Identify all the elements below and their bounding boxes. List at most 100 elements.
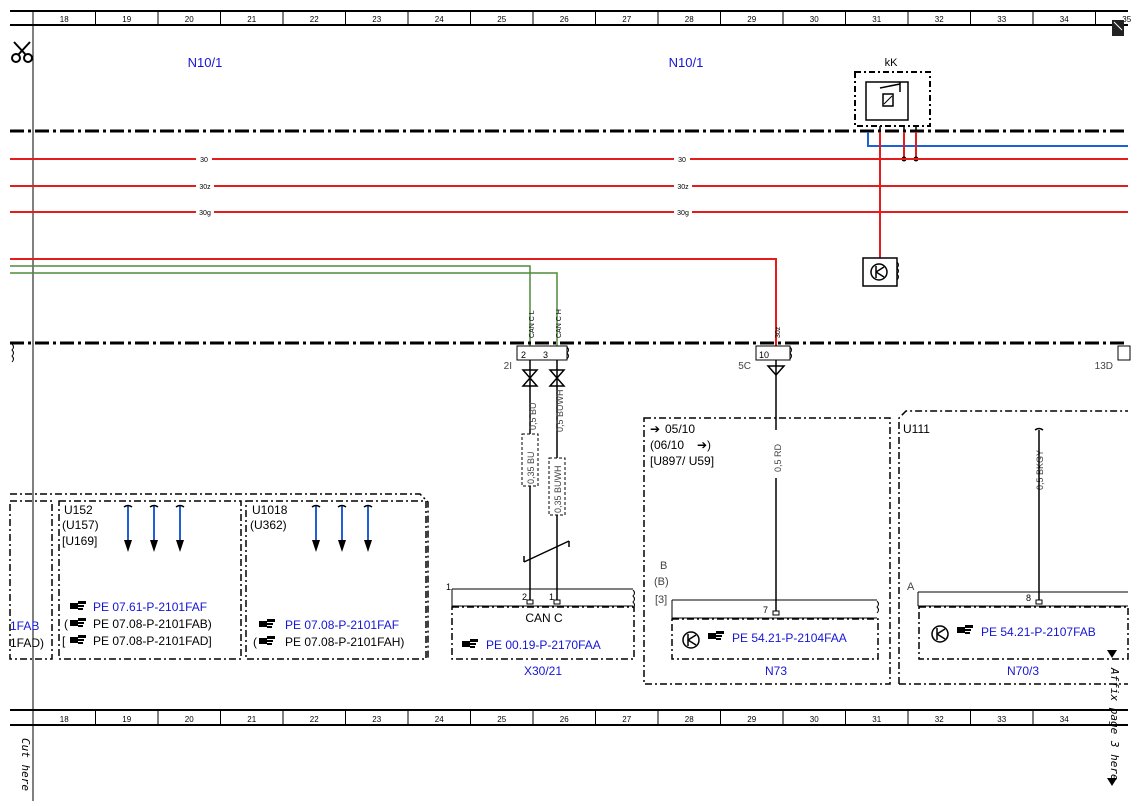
- x30-can-label: CAN C: [525, 611, 563, 625]
- svg-text:➔: ➔: [650, 422, 660, 436]
- ruler-column-label: 26: [560, 715, 569, 724]
- ruler-column-label: 31: [872, 715, 881, 724]
- pointing-hand-icon: [70, 601, 86, 610]
- pointing-hand-icon: [259, 636, 275, 645]
- wire-bu-small-tag: 0,35 BU: [526, 451, 536, 484]
- wire-bkgy-tag: 0,5 BKGY: [1035, 450, 1045, 490]
- ref-pe-07-61[interactable]: PE 07.61-P-2101FAF: [93, 600, 207, 614]
- pin-label: 2: [521, 350, 526, 360]
- unit-title-left: N10/1: [188, 55, 223, 70]
- n73-date-a: 05/10: [665, 422, 695, 436]
- component-n70-3-box: U111 A 8 PE 54.21-P-2107FAB N70/3: [898, 410, 1129, 685]
- rail-30-label: 30: [200, 157, 208, 164]
- ruler-column-label: 29: [747, 715, 756, 724]
- sensor-icon: [862, 257, 899, 287]
- ruler-column-label: 30: [810, 15, 819, 24]
- ruler-column-label: 30: [810, 715, 819, 724]
- wire-rd-tag: 0,5 RD: [773, 443, 783, 472]
- rail-30-label: 30: [678, 157, 686, 164]
- wire-30z-tag: 30z: [775, 326, 782, 338]
- pointing-hand-icon: [70, 618, 86, 627]
- pointing-hand-icon: [259, 619, 275, 628]
- ref-fab: 1FAB: [10, 619, 39, 633]
- rail-30g-label: 30g: [677, 210, 689, 217]
- ref-pe-07-08-fad[interactable]: PE 07.08-P-2101FAD]: [93, 634, 212, 648]
- pin-label: 10: [759, 350, 769, 360]
- n73-pos-b: B: [660, 560, 667, 572]
- ruler-column-label: 22: [310, 15, 319, 24]
- rail-30g: 30g 30g: [10, 207, 1128, 217]
- connector-2i-label: 2I: [504, 361, 512, 372]
- x30-name: X30/21: [524, 664, 562, 678]
- ruler-column-label: 24: [435, 715, 444, 724]
- ruler-column-label: 21: [247, 715, 256, 724]
- ruler-column-label: 34: [1060, 15, 1069, 24]
- wire-break-mark: [123, 504, 133, 508]
- svg-text:➔): ➔): [697, 438, 711, 452]
- n70-pin: 8: [1026, 593, 1031, 603]
- arrow-down-icon: [312, 540, 320, 552]
- variant-u157: (U157): [62, 518, 99, 532]
- ruler-column-label: 31: [872, 15, 881, 24]
- ruler-column-label: 34: [1060, 715, 1069, 724]
- variant-u1018: U1018: [252, 503, 288, 517]
- arrow-down-icon: [338, 540, 346, 552]
- wire-buwh-small-tag: 0,35 BUWH: [553, 465, 563, 513]
- rail-30g-label: 30g: [199, 210, 211, 217]
- affix-page-note: Affix page 3 here: [1108, 667, 1121, 781]
- ground-arrows: [311, 504, 373, 552]
- break-mark: [11, 343, 14, 363]
- ref-pe-07-08-fab[interactable]: PE 07.08-P-2101FAB): [93, 617, 212, 631]
- ruler-column-label: 18: [60, 715, 69, 724]
- variant-u152: U152: [64, 503, 93, 517]
- ref-pe-07-08-fah[interactable]: PE 07.08-P-2101FAH): [285, 635, 404, 649]
- connector-13d: 13D: [1095, 345, 1131, 372]
- unit-title-right: N10/1: [669, 55, 704, 70]
- n73-date-b: (06/10: [650, 438, 684, 452]
- x30-pin: 2: [522, 592, 527, 602]
- svg-text:(: (: [64, 617, 68, 631]
- wire-bu-tag: 0,5 BU: [528, 402, 538, 430]
- ruler-column-label: 23: [372, 715, 381, 724]
- wire-buwh-tag: 0,5 BUWH: [555, 389, 565, 432]
- variant-u169: [U169]: [62, 534, 97, 548]
- ruler-column-label: 18: [60, 15, 69, 24]
- can-high-wire-green: [10, 272, 558, 346]
- ref-pe-00-19[interactable]: PE 00.19-P-2170FAA: [486, 638, 601, 652]
- arrow-down-icon: [364, 540, 372, 552]
- ruler-column-label: 25: [497, 715, 506, 724]
- ruler-column-label: 19: [122, 715, 131, 724]
- ruler-column-label: 20: [185, 15, 194, 24]
- sensor-icon: [931, 625, 949, 643]
- ruler-column-label: 22: [310, 715, 319, 724]
- ruler-column-label: 19: [122, 15, 131, 24]
- n70-pos-a: A: [907, 581, 915, 593]
- ruler-column-label: 21: [247, 15, 256, 24]
- ruler-column-label: 24: [435, 15, 444, 24]
- cut-here-note: Cut here: [19, 738, 32, 791]
- wire-break-mark: [363, 504, 373, 508]
- ruler-column-label: 26: [560, 15, 569, 24]
- ref-pe-54-21-fab[interactable]: PE 54.21-P-2107FAB: [981, 625, 1096, 639]
- ref-pe-07-08-faf[interactable]: PE 07.08-P-2101FAF: [285, 618, 399, 632]
- left-group-box: [9, 493, 429, 660]
- n73-pos-3: [3]: [655, 594, 667, 606]
- connector-5c: 5C 10: [738, 345, 792, 372]
- can-low-tag: CAN C L: [529, 310, 536, 338]
- ref-fad: 1FAD): [10, 636, 44, 650]
- plug-symbol: [521, 365, 786, 387]
- rail-30z: 30z 30z: [10, 181, 1128, 191]
- wire-break-mark: [175, 504, 185, 508]
- n70-name: N70/3: [1007, 664, 1039, 678]
- ref-pe-54-21-fa[interactable]: PE 54.21-P-2104FAA: [732, 631, 847, 645]
- n73-name: N73: [765, 664, 787, 678]
- relay-icon: kK: [854, 57, 931, 132]
- wire-break-mark: [311, 504, 321, 508]
- x30-pin: 1: [446, 582, 451, 592]
- x30-pin: 1: [549, 592, 554, 602]
- arrow-down-icon: [150, 540, 158, 552]
- sensor-icon: [682, 631, 700, 649]
- svg-text:(: (: [253, 635, 257, 649]
